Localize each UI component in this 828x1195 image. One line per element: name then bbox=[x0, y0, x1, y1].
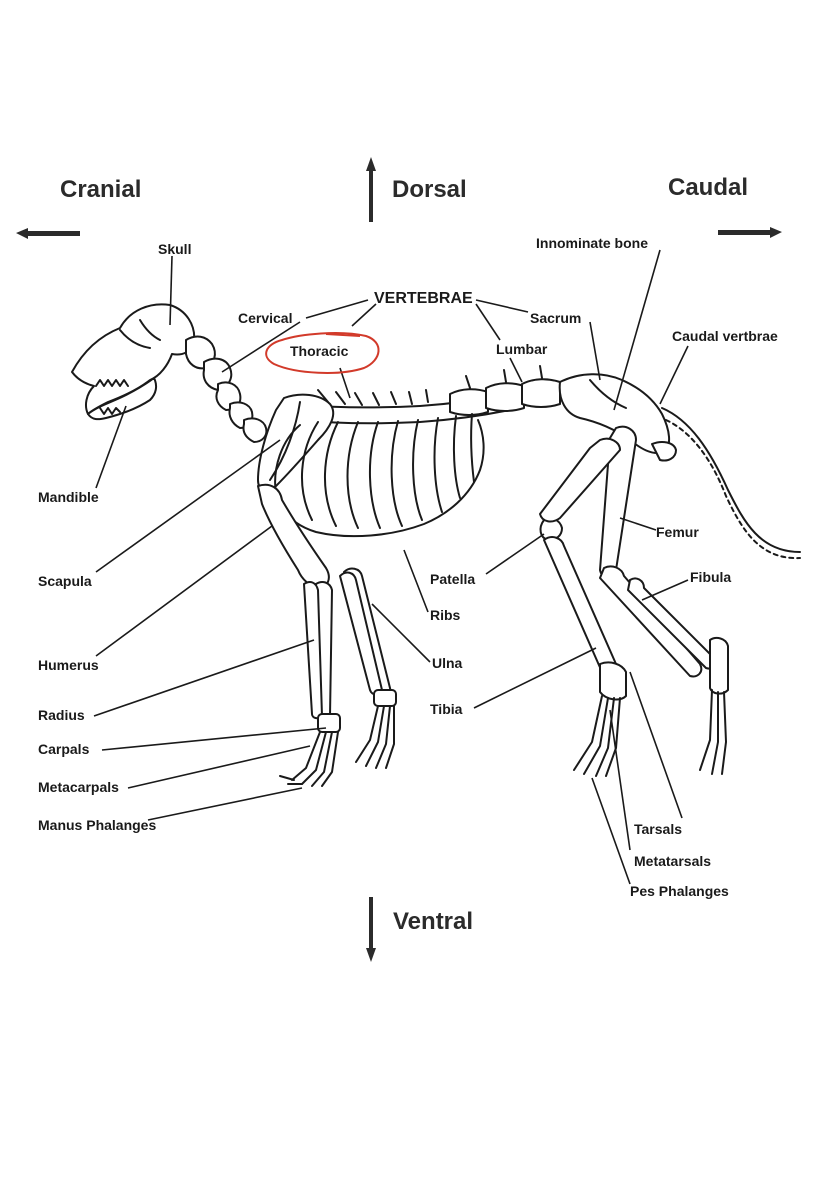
leader-lines bbox=[93, 249, 689, 885]
label-thoracic: Thoracic bbox=[290, 343, 349, 359]
caudal-arrow-icon bbox=[718, 227, 782, 238]
label-manus-phalanges: Manus Phalanges bbox=[38, 817, 156, 833]
cervical-vertebrae bbox=[185, 335, 268, 443]
label-innominate-bone: Innominate bone bbox=[536, 235, 648, 251]
dorsal-label: Dorsal bbox=[392, 176, 467, 203]
label-skull: Skull bbox=[158, 241, 191, 257]
label-metacarpals: Metacarpals bbox=[38, 779, 119, 795]
label-pes-phalanges: Pes Phalanges bbox=[630, 883, 729, 899]
label-carpals: Carpals bbox=[38, 741, 90, 757]
label-tibia: Tibia bbox=[430, 701, 463, 717]
ventral-label: Ventral bbox=[393, 908, 473, 935]
label-lumbar: Lumbar bbox=[496, 341, 548, 357]
label-fibula: Fibula bbox=[690, 569, 731, 585]
label-scapula: Scapula bbox=[38, 573, 92, 589]
label-cervical: Cervical bbox=[238, 310, 292, 326]
dorsal-arrow-icon bbox=[366, 157, 376, 222]
label-vertebrae: VERTEBRAE bbox=[374, 290, 473, 307]
front-leg-far bbox=[339, 567, 397, 769]
label-humerus: Humerus bbox=[38, 657, 99, 673]
mandible-bone bbox=[87, 377, 158, 421]
cranial-label: Cranial bbox=[60, 176, 141, 203]
label-radius: Radius bbox=[38, 707, 85, 723]
label-patella: Patella bbox=[430, 571, 475, 587]
dog-skeleton-illustration bbox=[71, 303, 801, 787]
label-femur: Femur bbox=[656, 524, 699, 540]
label-ulna: Ulna bbox=[432, 655, 463, 671]
highlight-circle bbox=[265, 332, 380, 374]
thoracic-highlight bbox=[265, 332, 380, 374]
caudal-vertebrae-tail bbox=[661, 407, 801, 560]
thoracic-vertebrae bbox=[299, 389, 511, 425]
hind-leg bbox=[539, 425, 729, 775]
label-metatarsals: Metatarsals bbox=[634, 853, 711, 869]
hind-leg-far bbox=[539, 437, 627, 777]
scapula-bone bbox=[257, 393, 335, 492]
label-sacrum: Sacrum bbox=[530, 310, 581, 326]
caudal-label: Caudal bbox=[668, 174, 748, 201]
label-tarsals: Tarsals bbox=[634, 821, 682, 837]
label-caudal-vertebrae: Caudal vertbrae bbox=[672, 328, 778, 344]
direction-indicators: Cranial Dorsal Caudal Ventral bbox=[16, 157, 782, 962]
anatomy-labels: Skull Innominate bone VERTEBRAE Cervical… bbox=[38, 235, 778, 899]
skull-bone bbox=[71, 303, 196, 415]
lumbar-vertebrae bbox=[449, 365, 561, 416]
cranial-arrow-icon bbox=[16, 228, 80, 239]
label-ribs: Ribs bbox=[430, 607, 461, 623]
front-leg bbox=[257, 483, 341, 787]
label-mandible: Mandible bbox=[38, 489, 99, 505]
ventral-arrow-icon bbox=[366, 897, 376, 962]
